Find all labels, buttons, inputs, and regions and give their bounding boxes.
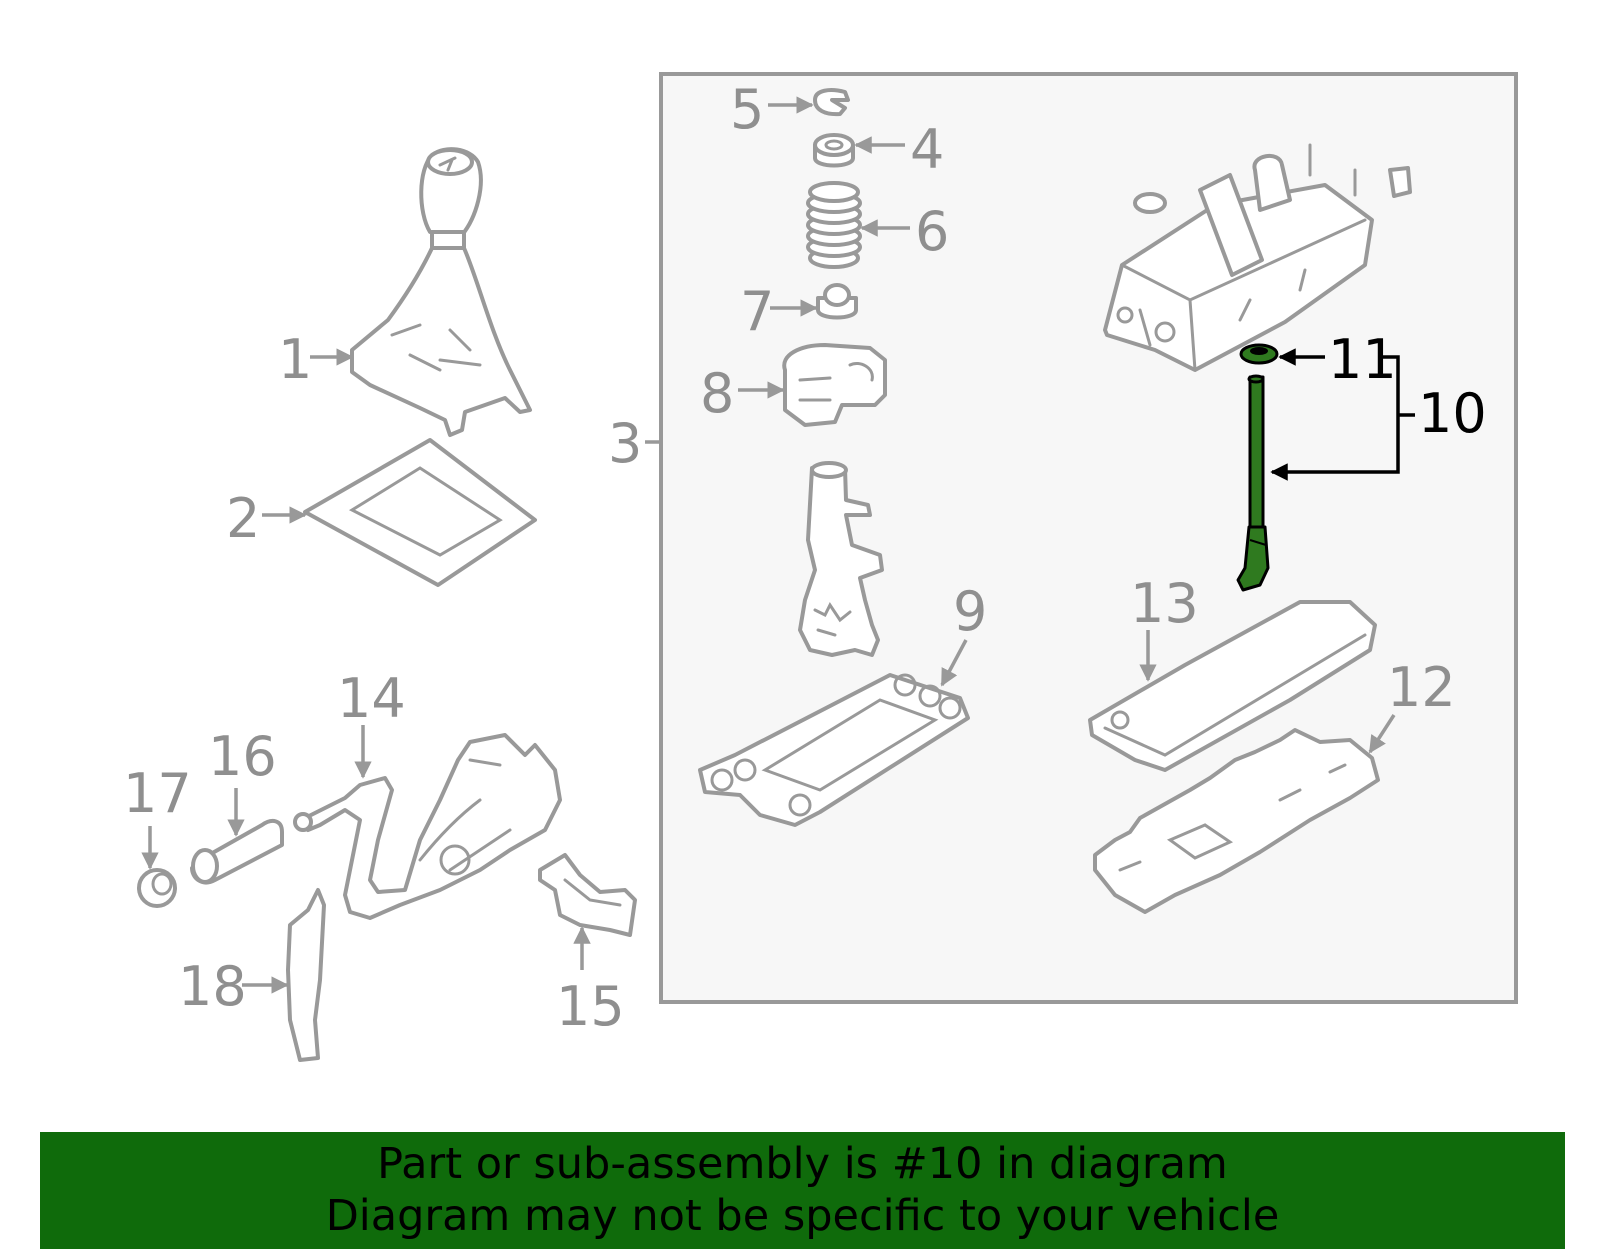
end-cap-part[interactable]	[137, 868, 177, 908]
shift-knob-boot-part[interactable]	[350, 147, 532, 437]
callout-12: 12	[1387, 656, 1456, 719]
shifter-housing	[1103, 143, 1412, 372]
callout-4: 4	[910, 118, 944, 181]
callout-8: 8	[700, 362, 734, 425]
shift-lever-body	[798, 461, 884, 657]
bottom-plate-part[interactable]	[1093, 728, 1380, 914]
boot-frame-part[interactable]	[303, 438, 537, 587]
shift-linkage-part[interactable]	[293, 733, 562, 920]
assembly-box	[659, 72, 1518, 1004]
callout-6: 6	[915, 200, 949, 263]
callout-18: 18	[178, 955, 247, 1018]
callout-labels: 1 2 3 5 4 6 7 8 9 11 10 13 12 14 16 17 1…	[123, 78, 1487, 1038]
banner-line-1: Part or sub-assembly is #10 in diagram	[377, 1139, 1228, 1189]
info-banner: Part or sub-assembly is #10 in diagram D…	[40, 1132, 1565, 1249]
callout-5: 5	[730, 78, 764, 141]
retainer-part[interactable]	[816, 283, 858, 320]
callout-1: 1	[278, 328, 312, 391]
cover-plate-part[interactable]	[1088, 600, 1377, 772]
clip-part[interactable]	[813, 88, 850, 117]
callout-3: 3	[608, 412, 642, 475]
callout-15: 15	[556, 975, 625, 1038]
guide-bracket-part[interactable]	[782, 343, 887, 427]
callout-13: 13	[1130, 572, 1199, 635]
callout-16: 16	[208, 725, 277, 788]
seal-part-highlighted[interactable]	[1239, 343, 1279, 365]
grip-sleeve-part[interactable]	[190, 818, 284, 885]
leader-lines	[141, 96, 1396, 994]
callout-17: 17	[123, 762, 192, 825]
gasket-part[interactable]	[698, 673, 970, 827]
bushing-part[interactable]	[813, 133, 855, 168]
trim-strip-part[interactable]	[286, 888, 326, 1062]
callout-9: 9	[953, 580, 987, 643]
callout-2: 2	[226, 487, 260, 550]
callout-10: 10	[1418, 382, 1487, 445]
callout-14: 14	[337, 667, 406, 730]
callout-7: 7	[740, 280, 774, 343]
shift-shaft-part-highlighted[interactable]	[1236, 374, 1270, 592]
callout-11: 11	[1328, 328, 1397, 391]
spring-part[interactable]	[806, 181, 862, 269]
bracket-part[interactable]	[538, 853, 637, 937]
highlight-leader-lines	[1270, 348, 1415, 481]
banner-line-2: Diagram may not be specific to your vehi…	[325, 1191, 1280, 1241]
